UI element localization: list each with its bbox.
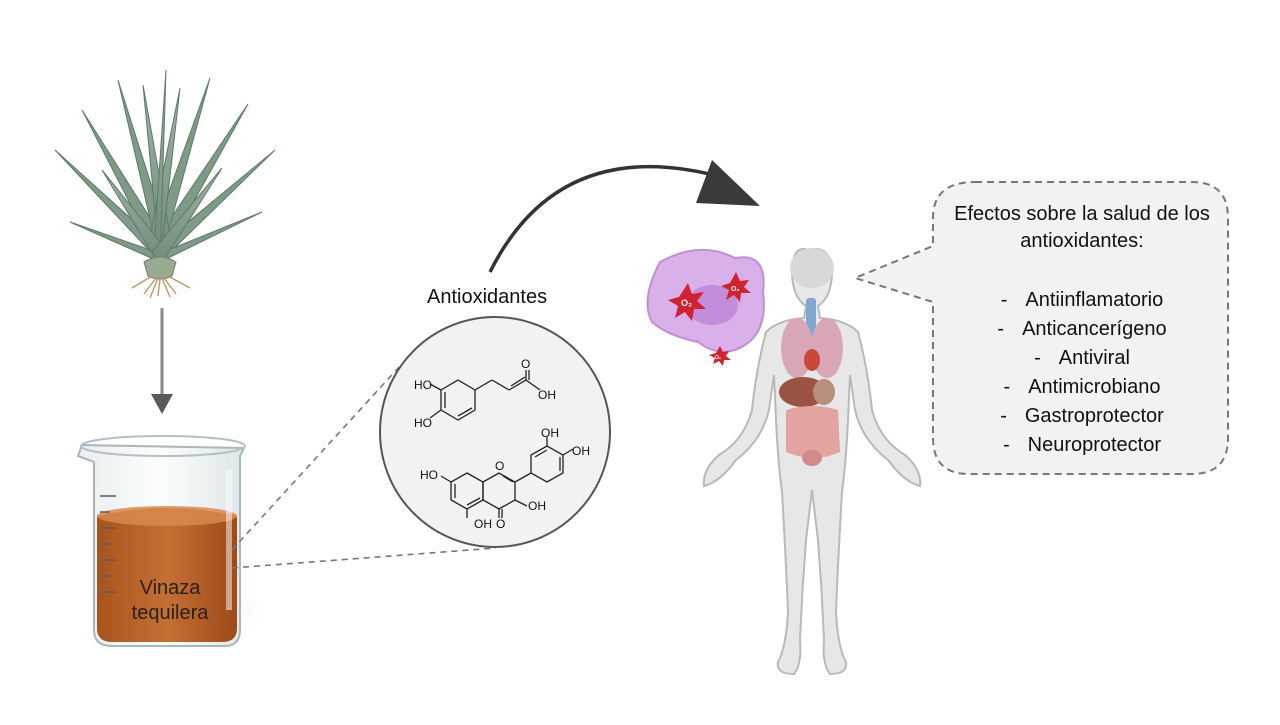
effect-label: Gastroprotector [1024,405,1164,427]
beaker-label-line1: Vinaza [139,577,201,599]
list-dash: - [1002,434,1010,456]
ros-label: O₂ [731,286,740,293]
down-arrow-icon [151,308,173,414]
human-body-anatomy-icon [702,248,922,676]
caffeic-acid-molecule [429,370,541,421]
ros-label: O₂ [681,298,692,308]
effect-label: Antimicrobiano [1028,376,1161,398]
atom-label: OH [538,388,556,402]
atom-label: OH [474,517,492,531]
effect-item: -Anticancerígeno [942,315,1222,344]
effect-item: -Gastroprotector [942,402,1222,431]
health-effects-bubble [852,181,1229,475]
quercetin-molecule [440,437,574,518]
atom-label: OH [541,426,559,440]
beaker-label-line2: tequilera [131,602,209,624]
list-dash: - [1034,347,1041,369]
atom-label: HO [420,468,438,482]
beaker-icon [76,435,272,647]
list-dash: - [1000,289,1008,311]
atom-label: OH [528,499,546,513]
atom-label: HO [414,416,432,430]
list-dash: - [1000,405,1007,427]
list-dash: - [1003,376,1011,398]
ros-icon [668,272,751,366]
atom-label: O [495,459,504,473]
effect-item: -Antiviral [942,344,1222,373]
effect-item: -Neuroprotector [942,431,1222,460]
curved-arrow-icon [488,160,760,273]
antioxidants-label: Antioxidantes [427,286,548,308]
beaker-label: Vinaza tequilera [110,576,230,626]
health-effects-title: Efectos sobre la salud de los antioxidan… [954,203,1210,252]
atom-label: O [521,357,530,371]
effect-label: Antiviral [1058,347,1130,369]
effect-label: Antiinflamatorio [1025,289,1164,311]
effect-item: -Antiinflamatorio [942,286,1222,315]
list-dash: - [997,318,1005,340]
effect-item: -Antimicrobiano [942,373,1222,402]
ros-label: O₂ [715,355,721,361]
health-effects-list: -Antiinflamatorio -Anticancerígeno -Anti… [942,286,1222,460]
molecule-circle: HO HO O OH OH OH HO O OH OH O [379,316,611,548]
atom-label: OH [572,444,590,458]
atom-label: O [496,517,505,531]
effect-label: Neuroprotector [1027,434,1162,456]
cell-icon [646,249,765,353]
agave-plant-icon [54,69,276,299]
effect-label: Anticancerígeno [1022,318,1167,340]
atom-label: HO [414,378,432,392]
zoom-lines [231,365,497,569]
